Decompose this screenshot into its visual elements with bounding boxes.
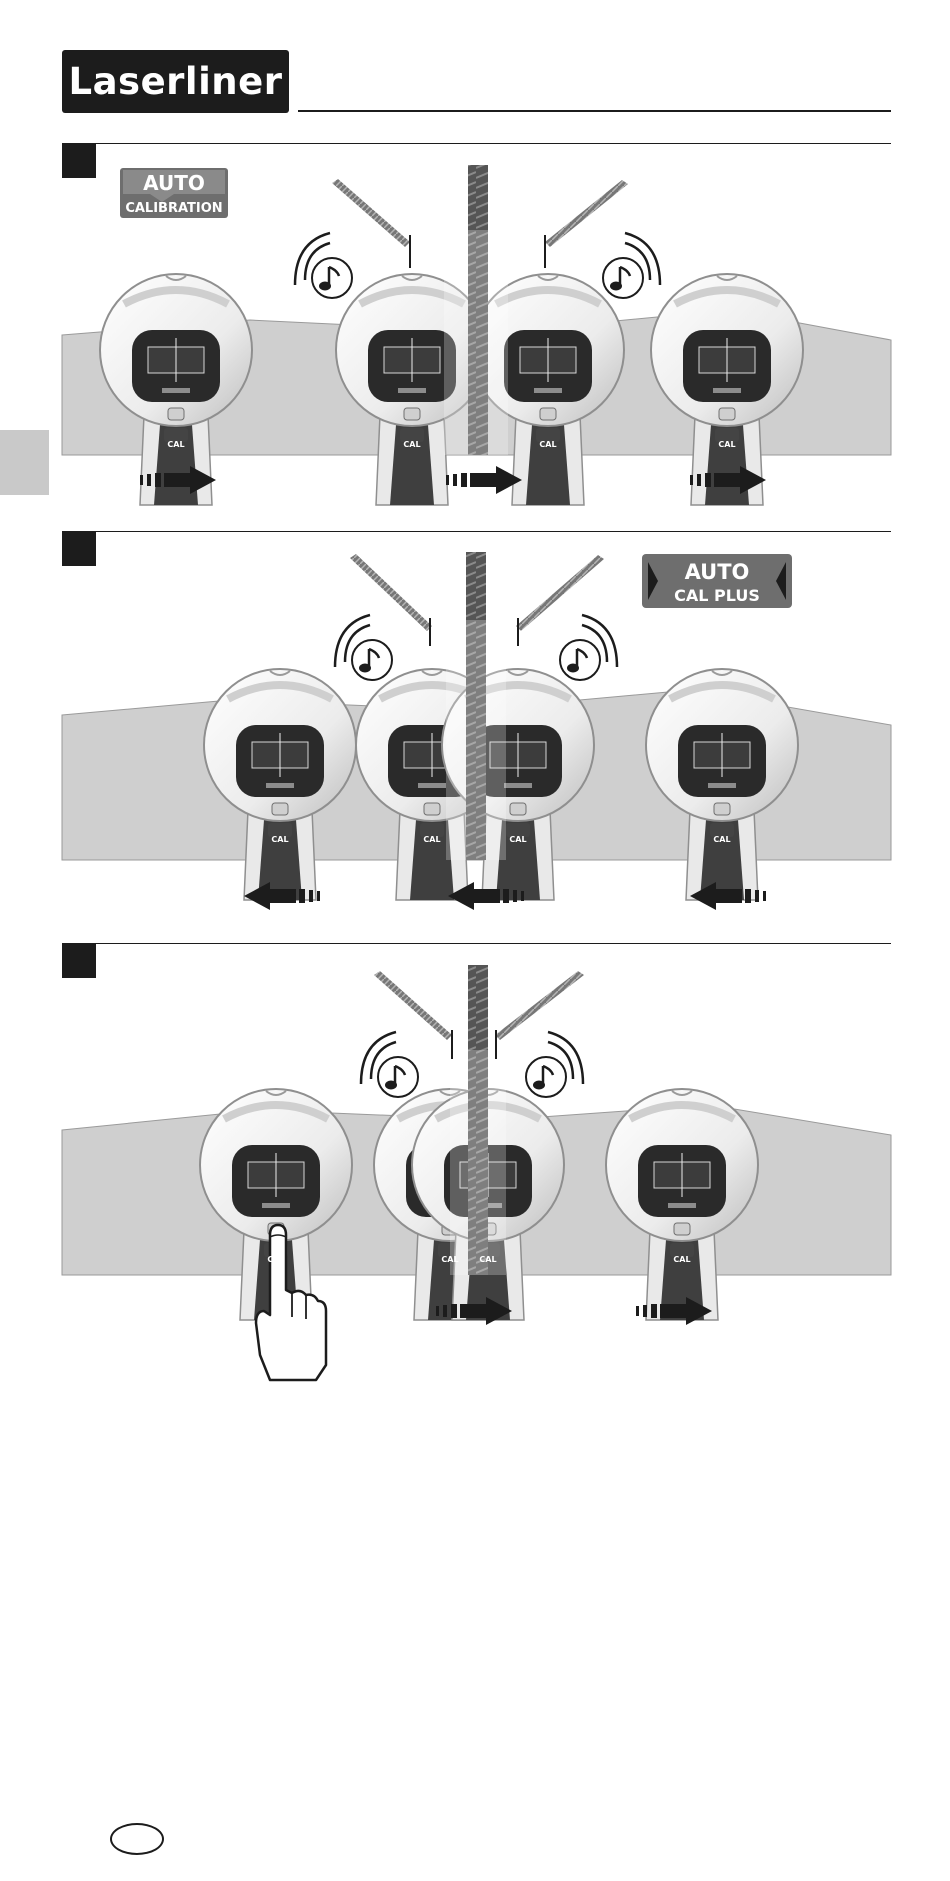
panel-2-figure: AUTO CAL PLUS xyxy=(0,540,950,920)
page-number-badge xyxy=(110,1823,164,1855)
sound-icon xyxy=(378,1057,418,1097)
sound-icon xyxy=(352,640,392,680)
detection-beam xyxy=(446,620,506,860)
indicator-line xyxy=(516,555,604,631)
indicator-line xyxy=(350,554,432,631)
panel-1-rule xyxy=(62,143,891,144)
detection-beam xyxy=(444,230,508,455)
indicator-line xyxy=(495,971,584,1040)
brand-logo: Laserliner xyxy=(62,50,289,113)
panel-3-figure xyxy=(0,955,950,1395)
header-rule xyxy=(298,110,891,112)
panel-3-rule xyxy=(62,943,891,944)
auto-cal-plus-top: AUTO xyxy=(685,560,750,584)
auto-cal-plus-bottom: CAL PLUS xyxy=(674,586,760,605)
sound-icon xyxy=(560,640,600,680)
panel-1-figure: AUTO CALIBRATION xyxy=(0,150,950,510)
indicator-line xyxy=(545,180,628,247)
detector-device xyxy=(651,274,803,505)
detector-device xyxy=(100,274,252,505)
indicator-line xyxy=(374,971,452,1040)
sound-icon xyxy=(526,1057,566,1097)
detection-beam xyxy=(450,1050,506,1275)
detector-device xyxy=(606,1089,758,1320)
sound-icon xyxy=(603,258,643,298)
detector-device xyxy=(646,669,798,900)
panel-2-rule xyxy=(62,531,891,532)
auto-calibration-badge: AUTO CALIBRATION xyxy=(120,168,228,218)
indicator-line xyxy=(332,179,410,247)
detector-device xyxy=(204,669,356,900)
direction-arrow-right xyxy=(446,466,522,494)
sound-icon xyxy=(312,258,352,298)
auto-calibration-top: AUTO xyxy=(143,171,205,195)
auto-calibration-bottom: CALIBRATION xyxy=(125,201,222,216)
auto-cal-plus-badge: AUTO CAL PLUS xyxy=(642,554,792,608)
